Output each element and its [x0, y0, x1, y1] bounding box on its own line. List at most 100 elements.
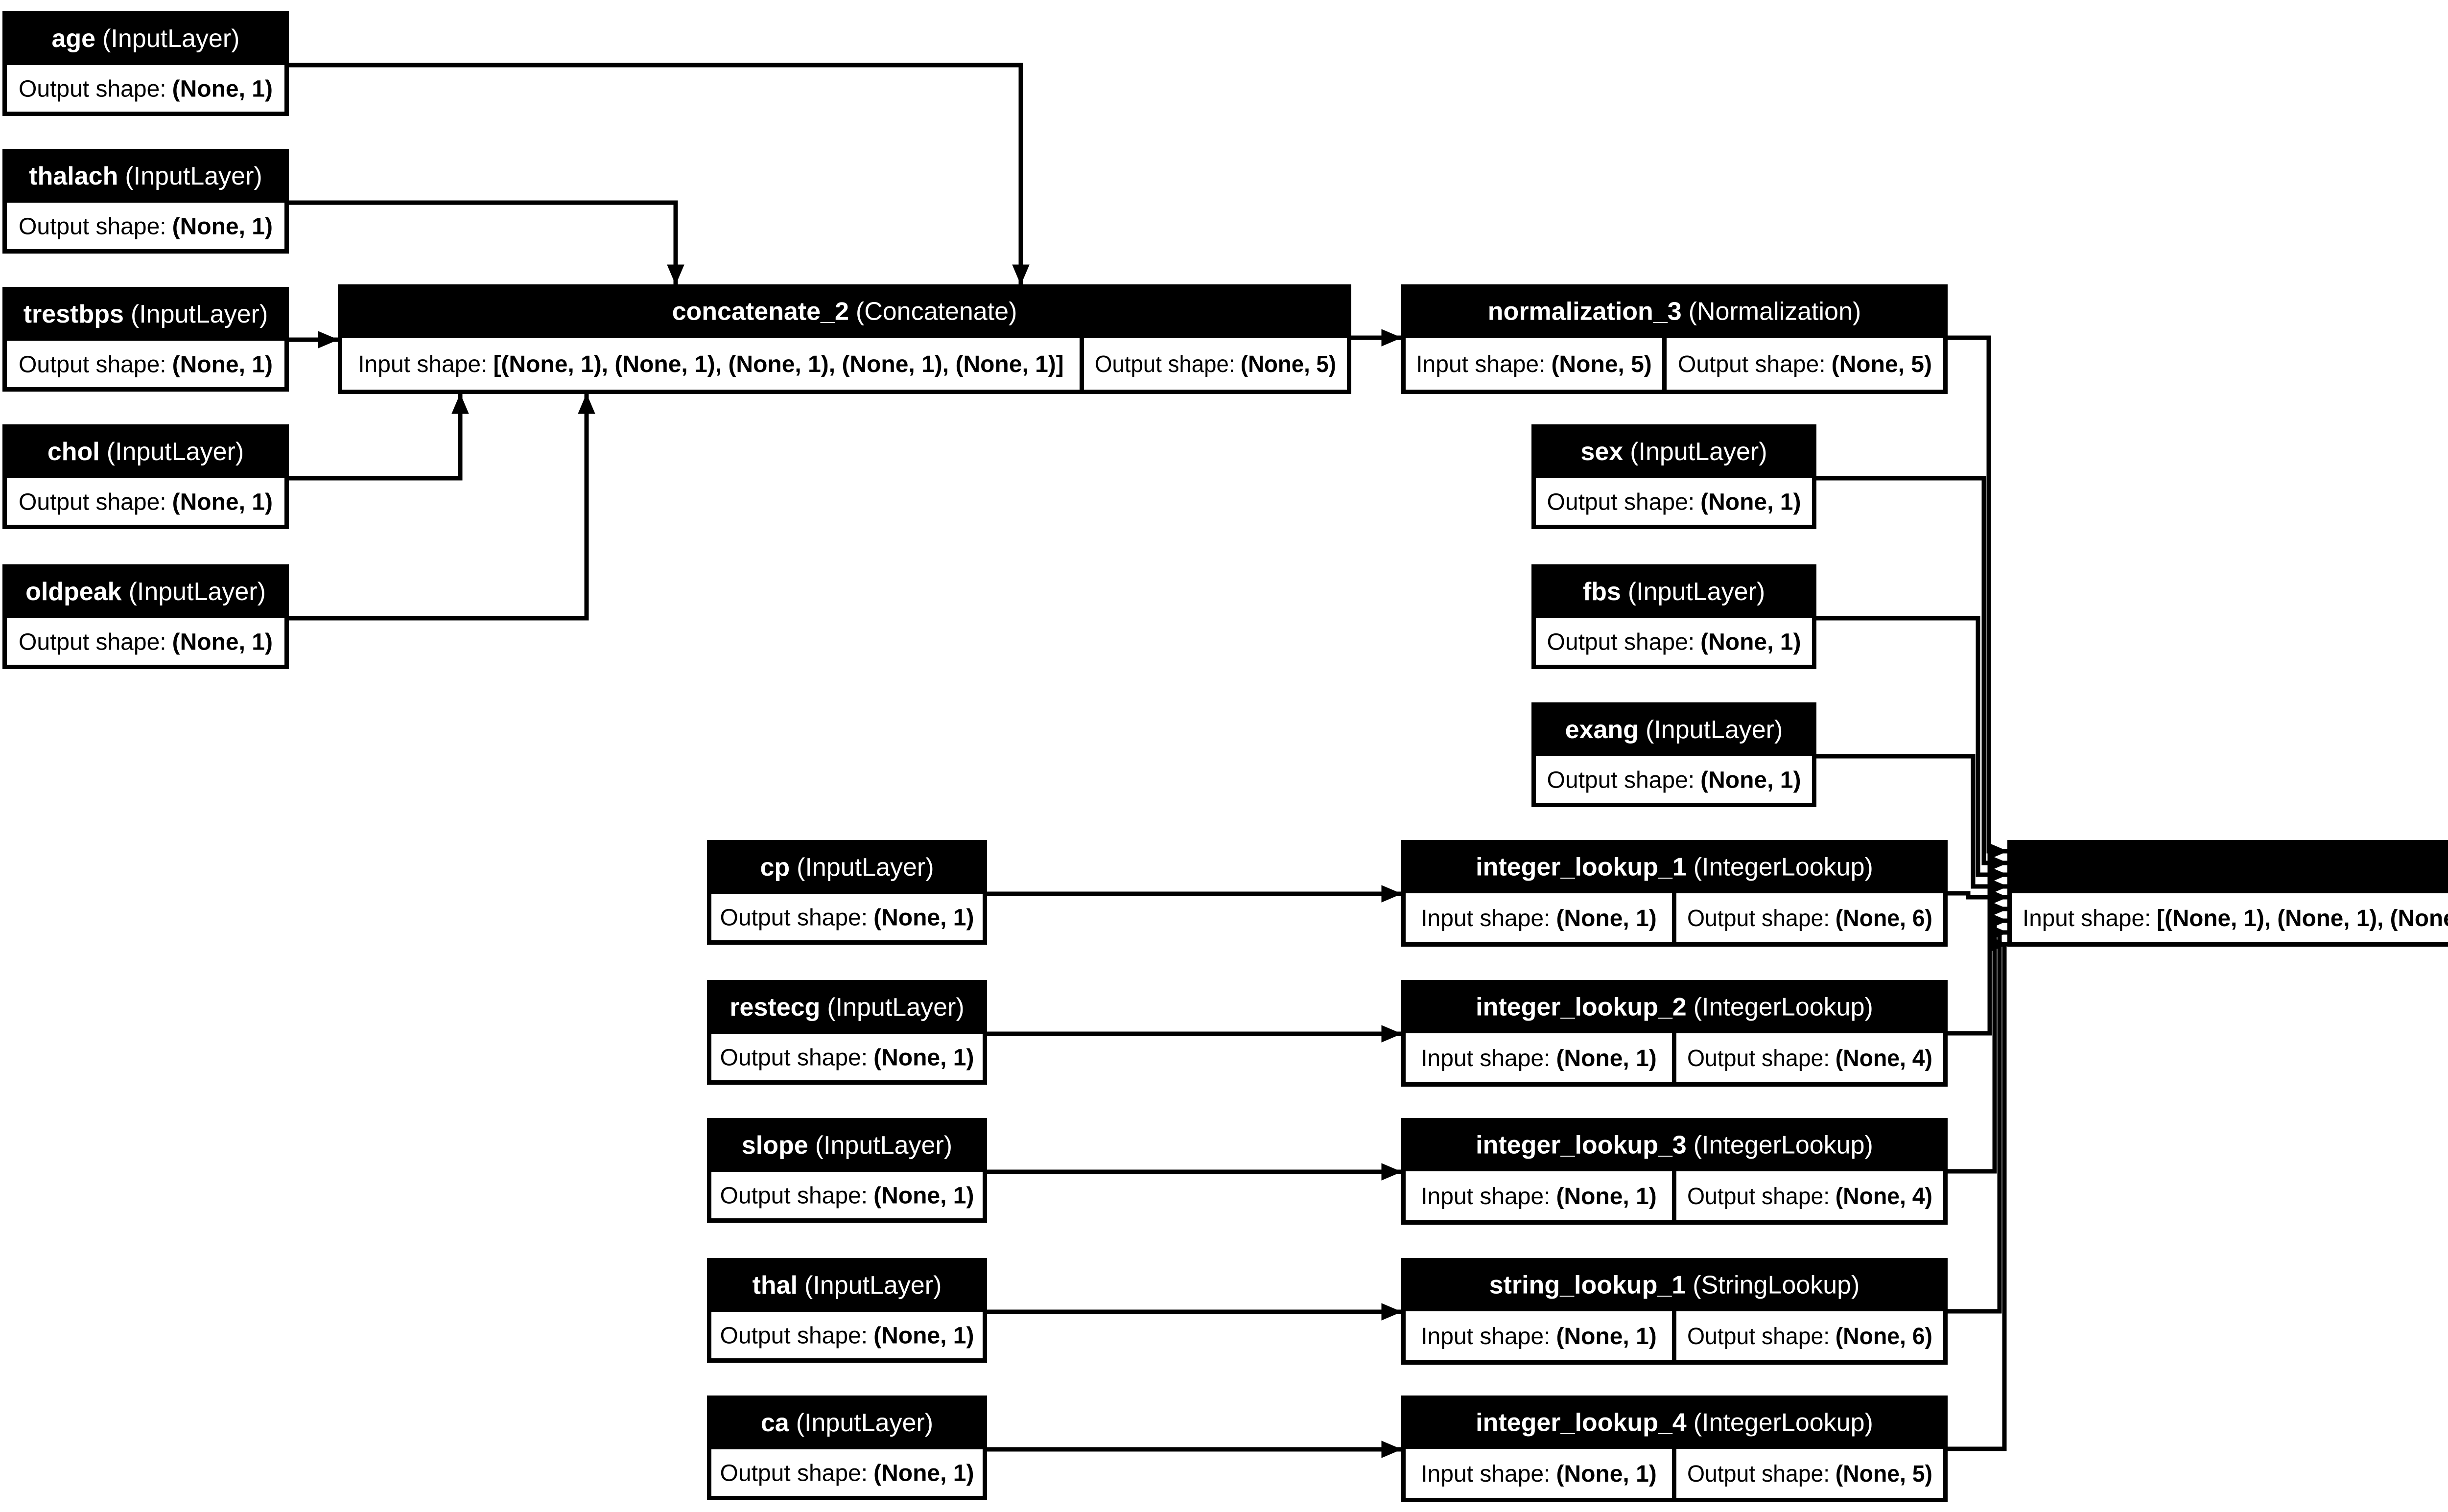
node-cell [342, 338, 1080, 390]
node-cell [1406, 1449, 1672, 1498]
node-title: thal(InputLayer) [753, 1271, 942, 1300]
edge-line [289, 394, 463, 481]
shape-text: Output shape:(None, 1) [19, 76, 273, 102]
node-thal: thal(InputLayer)Output shape:(None, 1) [707, 1258, 987, 1363]
node-title: integer_lookup_2(IntegerLookup) [1476, 993, 1873, 1022]
shape-text: Output shape:(None, 1) [1547, 768, 1801, 793]
node-chol: chol(InputLayer) Output shape:(None, 1) [2, 424, 289, 529]
node-title: concatenate_2(Concatenate) [672, 298, 1017, 326]
node-integer_lookup_3: integer_lookup_3(IntegerLookup)Input sha… [1401, 1118, 1948, 1225]
edge-exang-to-concatenate_3 [1816, 754, 2008, 895]
edge-fbs-to-concatenate_3 [1816, 616, 2008, 884]
shape-text: Output shape:(None, 1) [1547, 629, 1801, 655]
arrowhead [1381, 1441, 1402, 1458]
arrowhead [1012, 264, 1030, 285]
node-title: oldpeak(InputLayer) [25, 578, 266, 606]
shape-text: Output shape:(None, 1) [19, 214, 273, 240]
shape-text: Output shape:(None, 6) [1687, 906, 1932, 931]
node-cell [7, 618, 284, 665]
node-cell [1676, 1171, 1943, 1220]
node-cell [1676, 1311, 1943, 1360]
node-restecg: restecg(InputLayer) Output shape:(None, 1… [707, 980, 987, 1085]
node-title: fbs(InputLayer) [1583, 578, 1765, 606]
node-concatenate_3: concatenate_3(Concatenate)Input shape:[(… [2007, 840, 2448, 947]
node-cell [1536, 756, 1812, 803]
shape-text: Output shape:(None, 1) [720, 1045, 974, 1071]
edge-integer_lookup_3-to-concatenate_3 [1948, 912, 2008, 1174]
arrowhead [1381, 1163, 1402, 1181]
node-title: string_lookup_1(StringLookup) [1489, 1271, 1860, 1300]
arrowhead [1987, 866, 2008, 884]
node-cell [1406, 1171, 1672, 1220]
edge-trestbps-to-concatenate_2 [289, 331, 339, 349]
node-title: sex(InputLayer) [1580, 438, 1767, 466]
shape-text: Input shape:(None, 1) [1421, 1324, 1657, 1349]
node-cell [7, 341, 284, 387]
node-title: restecg(InputLayer) [730, 993, 964, 1022]
shape-text: Output shape:(None, 1) [19, 489, 273, 515]
node-cell [1406, 1033, 1672, 1082]
node-cell [1676, 1033, 1943, 1082]
node-cell [711, 1172, 983, 1218]
node-cell [1676, 893, 1943, 942]
node-cell [1406, 338, 1662, 390]
node-title: integer_lookup_1(IntegerLookup) [1476, 853, 1873, 882]
node-title: trestbps(InputLayer) [24, 300, 268, 328]
edge-integer_lookup_4-to-concatenate_3 [1948, 935, 2008, 1451]
node-cell [7, 65, 284, 112]
arrowhead [1987, 924, 2008, 941]
arrowhead [1381, 1303, 1402, 1321]
shape-text: Output shape:(None, 4) [1687, 1184, 1932, 1210]
node-sex: sex(InputLayer)Output shape:(None, 1) [1531, 424, 1816, 529]
arrowhead [1987, 842, 2008, 860]
shape-text: Output shape:(None, 5) [1678, 351, 1932, 377]
node-cell [7, 203, 284, 249]
node-cell [711, 894, 983, 940]
edge-age-to-concatenate_2 [289, 63, 1030, 285]
node-cell [1667, 338, 1943, 390]
arrowhead [578, 393, 595, 414]
shape-text: Input shape:[(None, 1), (None, 1), (None… [2023, 906, 2448, 931]
shape-text: Input shape:(None, 1) [1421, 1461, 1657, 1487]
edge-string_lookup_1-to-concatenate_3 [1948, 924, 2008, 1314]
node-cell [1406, 1311, 1672, 1360]
node-integer_lookup_1: integer_lookup_1(IntegerLookup) Input sha… [1401, 840, 1948, 947]
shape-text: Output shape:(None, 1) [720, 1183, 974, 1209]
node-cell [1406, 893, 1672, 942]
shape-text: Output shape:(None, 1) [720, 1461, 974, 1487]
node-title: chol(InputLayer) [47, 438, 244, 466]
arrowhead [1987, 854, 2008, 872]
arrowhead [1987, 888, 2008, 906]
node-title: age(InputLayer) [52, 24, 240, 53]
arrowhead [318, 331, 339, 349]
node-concatenate_2: concatenate_2(Concatenate)Input shape:[(… [338, 284, 1351, 394]
edge-restecg-to-integer_lookup_2 [987, 1025, 1402, 1043]
node-cell [2012, 893, 2448, 942]
node-cell [711, 1034, 983, 1080]
shape-text: Output shape:(None, 6) [1687, 1324, 1932, 1349]
node-thalach: thalach(InputLayer)Output shape:(None, 1… [2, 149, 289, 254]
shape-text: Output shape:(None, 5) [1095, 351, 1336, 377]
node-cell [1084, 338, 1347, 390]
node-title: slope(InputLayer) [742, 1131, 952, 1160]
edge-ca-to-integer_lookup_4 [987, 1441, 1402, 1458]
arrowhead [667, 264, 684, 285]
edge-concatenate_2-to-normalization_3 [1351, 329, 1402, 347]
node-normalization_3: normalization_3(Normalization)Input shap… [1401, 284, 1948, 394]
node-title: integer_lookup_4(IntegerLookup) [1476, 1409, 1873, 1437]
node-cell [1536, 478, 1812, 525]
arrowhead [1987, 935, 2008, 953]
edge-line [289, 200, 678, 284]
edge-thal-to-string_lookup_1 [987, 1303, 1402, 1321]
node-cell [711, 1312, 983, 1358]
shape-text: Input shape:(None, 1) [1421, 906, 1657, 931]
edge-sex-to-concatenate_3 [1816, 476, 2008, 872]
node-cell [1676, 1449, 1943, 1498]
shape-text: Input shape:(None, 1) [1421, 1184, 1657, 1210]
edge-chol-to-concatenate_2 [289, 393, 469, 481]
node-cell [1536, 618, 1812, 665]
edge-slope-to-integer_lookup_3 [987, 1163, 1402, 1181]
node-ca: ca(InputLayer)Output shape:(None, 1) [707, 1396, 987, 1500]
